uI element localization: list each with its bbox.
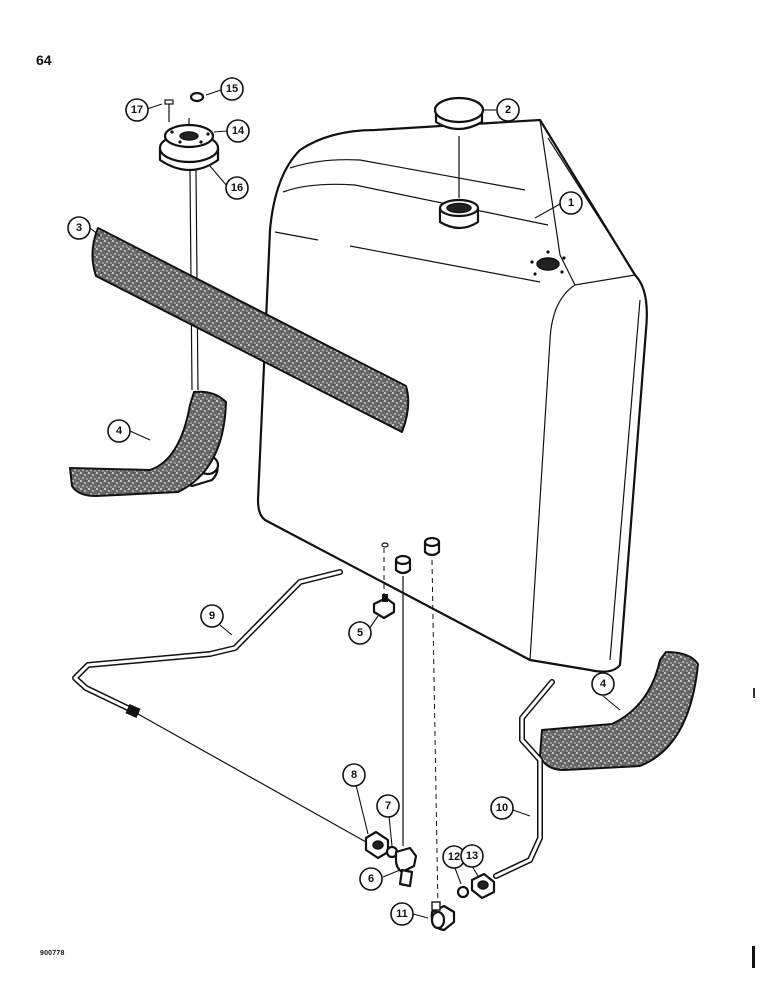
sleeve-return [456, 885, 470, 899]
callout-15: 15 [220, 77, 244, 101]
svg-text:3: 3 [76, 222, 82, 234]
bushing-fitting [394, 554, 412, 575]
svg-text:1: 1 [568, 197, 574, 209]
fuel-tank [256, 118, 648, 673]
svg-text:10: 10 [496, 802, 508, 814]
page-number: 64 [36, 52, 52, 68]
svg-text:4: 4 [600, 678, 607, 690]
callout-9: 9 [200, 604, 224, 628]
fuel-return-fitting [423, 536, 441, 557]
elbow-return [430, 901, 456, 932]
corner-pad-right [539, 651, 699, 771]
elbow-supply [394, 846, 418, 888]
callout-14: 14 [226, 119, 250, 143]
strap-pad [91, 227, 410, 433]
callout-11: 11 [390, 902, 414, 926]
callout-6: 6 [359, 867, 383, 891]
svg-text:8: 8 [351, 769, 357, 781]
callout-10: 10 [490, 796, 514, 820]
sender-screw [164, 99, 174, 122]
svg-text:2: 2 [505, 104, 511, 116]
drain-cock [372, 594, 396, 620]
leader-lines [89, 89, 621, 919]
sender-mount-hole [530, 250, 566, 276]
sender-lockwasher [189, 91, 205, 103]
fuel-line-return [493, 679, 555, 879]
callout-7: 7 [376, 794, 400, 818]
fuel-cap [433, 96, 485, 131]
scan-marks [752, 688, 755, 968]
callout-1: 1 [559, 191, 583, 215]
svg-text:4: 4 [116, 425, 123, 437]
svg-text:5: 5 [357, 627, 363, 639]
callout-3: 3 [67, 216, 91, 240]
figure-code: 900778 [40, 950, 65, 957]
svg-text:17: 17 [131, 104, 143, 116]
callout-16: 16 [225, 176, 249, 200]
svg-text:16: 16 [231, 182, 243, 194]
corner-pad-left [69, 390, 227, 497]
callout-4-left: 4 [107, 419, 131, 443]
callout-5: 5 [348, 621, 372, 645]
svg-text:11: 11 [396, 908, 408, 920]
callout-17: 17 [125, 98, 149, 122]
svg-text:14: 14 [232, 125, 245, 137]
svg-text:13: 13 [466, 850, 478, 862]
callout-4-right: 4 [591, 672, 615, 696]
callout-2: 2 [496, 98, 520, 122]
filler-neck [438, 198, 480, 230]
callout-8: 8 [342, 763, 366, 787]
tube-nut-return [470, 872, 496, 900]
svg-text:12: 12 [448, 851, 460, 863]
svg-text:6: 6 [368, 873, 374, 885]
fuel-line-supply [72, 569, 343, 719]
svg-text:7: 7 [385, 800, 391, 812]
callout-13: 13 [460, 844, 484, 868]
svg-text:15: 15 [226, 83, 238, 95]
svg-text:9: 9 [209, 610, 215, 622]
tube-nut-supply [364, 830, 390, 860]
